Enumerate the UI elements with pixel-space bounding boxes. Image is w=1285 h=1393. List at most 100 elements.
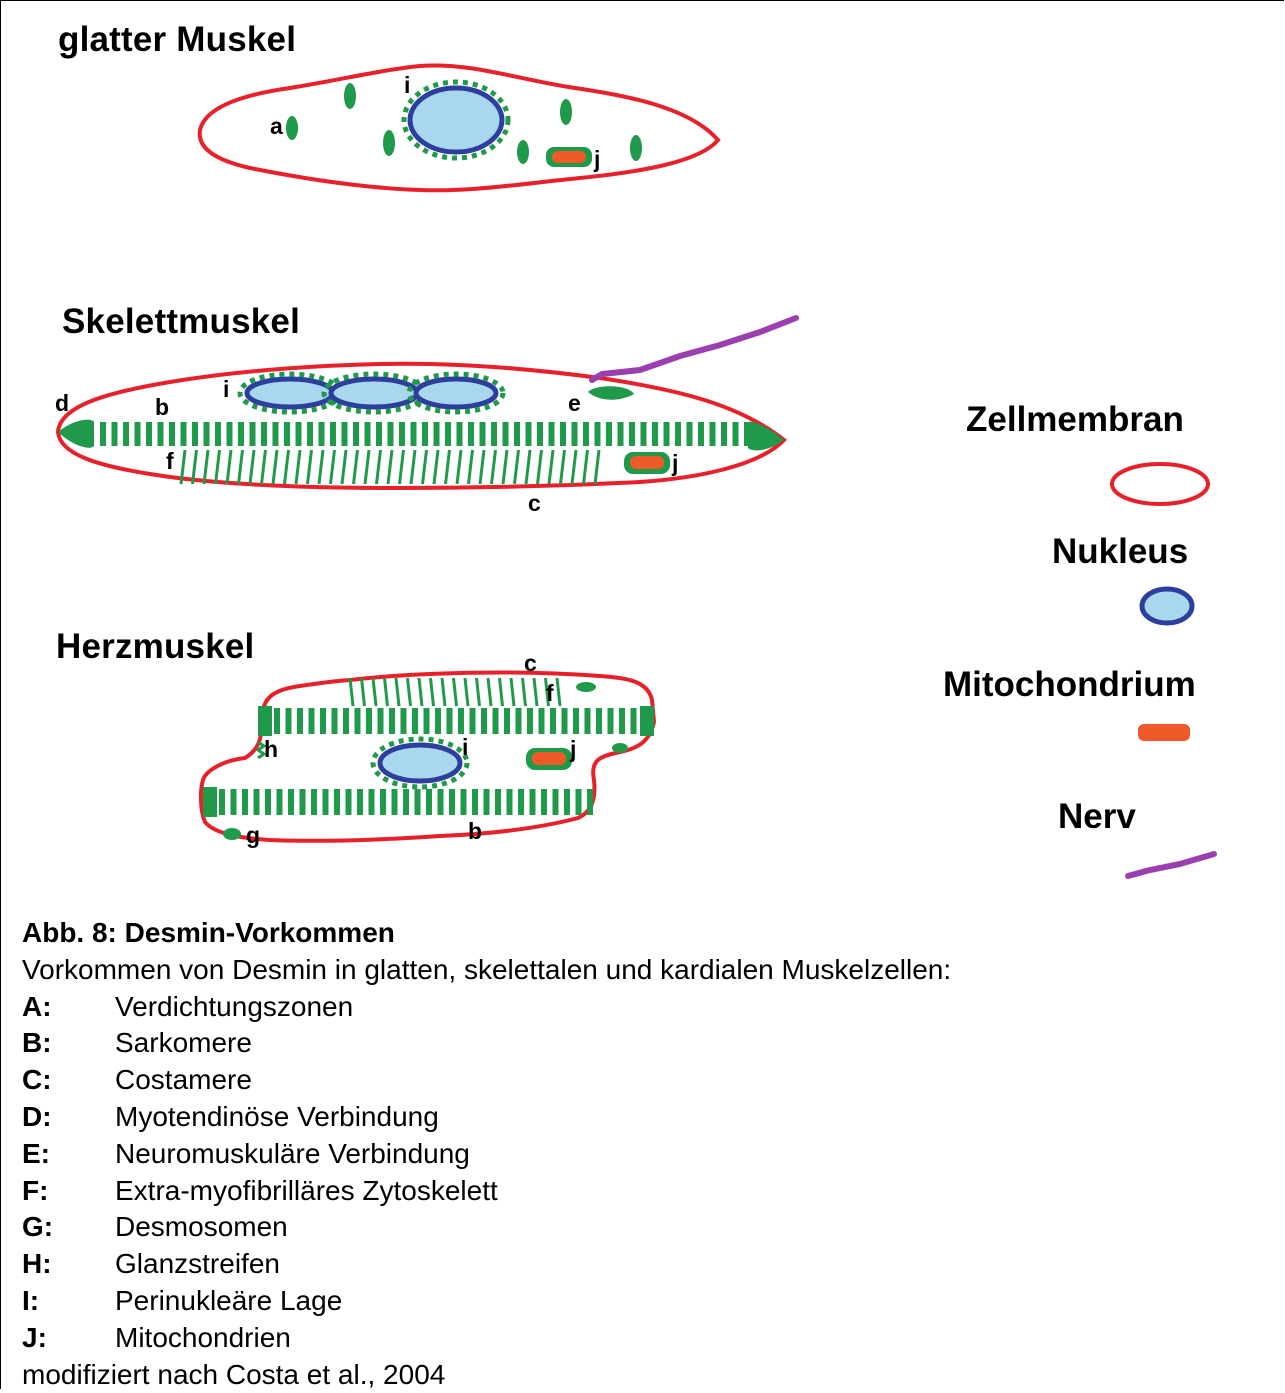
costamere-filament — [216, 450, 220, 484]
legend-mitochondrium-swatch — [1138, 724, 1190, 741]
sarcomere-band — [135, 422, 141, 446]
label-skeletal-b: b — [155, 394, 169, 421]
caption-item-key: J: — [22, 1320, 115, 1357]
caption-item-text: Glanzstreifen — [115, 1246, 280, 1283]
costamere-filament — [538, 450, 542, 484]
caption-item: A:Verdichtungszonen — [22, 989, 1272, 1026]
sarcomere-band — [422, 422, 428, 446]
cardiac-mitochondrium — [532, 752, 566, 765]
caption-item-key: B: — [22, 1025, 115, 1062]
sarcomere-band — [721, 422, 727, 446]
sarcomere-band — [424, 708, 430, 734]
sarcomere-band — [369, 789, 375, 815]
sarcomere-band — [541, 789, 547, 815]
sarcomere-band — [219, 789, 225, 815]
label-cardiac-c: c — [524, 650, 537, 677]
costamere-filament — [388, 450, 392, 484]
sarcomere-band — [250, 422, 256, 446]
legend-mitochondrium-label: Mitochondrium — [943, 665, 1196, 705]
sarcomere-band — [457, 422, 463, 446]
costamere-filament — [373, 678, 376, 706]
caption-item-key: G: — [22, 1209, 115, 1246]
sarcomere-band — [320, 708, 326, 734]
sarcomere-band — [549, 422, 555, 446]
costamere-filament — [377, 450, 381, 484]
sarcomere-band — [100, 422, 106, 446]
skeletal-nerve — [592, 318, 796, 380]
label-cardiac-j: j — [570, 736, 576, 763]
sarcomere-band — [503, 422, 509, 446]
sarcomere-band — [192, 422, 198, 446]
sarcomere-band — [587, 789, 593, 815]
costamere-filament — [385, 678, 388, 706]
sarcomere-band — [526, 422, 532, 446]
skeletal-sarcomeres — [100, 422, 750, 446]
cardiac-intercalated-disc-lower — [203, 787, 217, 817]
sarcomere-band — [204, 422, 210, 446]
sarcomere-band — [346, 789, 352, 815]
cardiac-membrane-desmin-2 — [612, 743, 628, 753]
caption-item-text: Neuromuskuläre Verbindung — [115, 1136, 470, 1173]
costamere-filament — [396, 678, 399, 706]
label-smooth-i: i — [404, 72, 410, 99]
sarcomere-band — [411, 422, 417, 446]
caption-item-text: Myotendinöse Verbindung — [115, 1099, 439, 1136]
skeletal-costameres — [181, 450, 599, 484]
sarcomere-band — [507, 789, 513, 815]
sarcomere-band — [146, 422, 152, 446]
caption-source: modifiziert nach Costa et al., 2004 — [22, 1357, 1272, 1393]
sarcomere-band — [365, 422, 371, 446]
sarcomere-band — [366, 708, 372, 734]
costamere-filament — [227, 450, 231, 484]
sarcomere-band — [274, 708, 280, 734]
sarcomere-band — [564, 789, 570, 815]
costamere-filament — [342, 450, 346, 484]
sarcomere-band — [631, 708, 637, 734]
costamere-filament — [465, 678, 468, 706]
label-smooth-j: j — [594, 146, 600, 173]
sarcomere-band — [618, 422, 624, 446]
caption-item: E:Neuromuskuläre Verbindung — [22, 1136, 1272, 1173]
costamere-filament — [523, 678, 526, 706]
sarcomere-band — [652, 422, 658, 446]
costamere-filament — [503, 450, 507, 484]
sarcomere-band — [334, 789, 340, 815]
sarcomere-band — [495, 789, 501, 815]
caption-intro: Vorkommen von Desmin in glatten, skelett… — [22, 952, 1272, 989]
costamere-filament — [454, 678, 457, 706]
sarcomere-band — [353, 422, 359, 446]
caption-item: C:Costamere — [22, 1062, 1272, 1099]
sarcomere-band — [733, 422, 739, 446]
sarcomere-band — [254, 789, 260, 815]
sarcomere-band — [426, 789, 432, 815]
sarcomere-band — [472, 789, 478, 815]
sarcomere-band — [342, 422, 348, 446]
sarcomere-band — [537, 422, 543, 446]
caption-item-text: Costamere — [115, 1062, 252, 1099]
sarcomere-band — [514, 422, 520, 446]
label-cardiac-f: f — [546, 680, 554, 707]
sarcomere-band — [572, 422, 578, 446]
sarcomere-band — [687, 422, 693, 446]
caption-item-text: Desmosomen — [115, 1209, 288, 1246]
label-cardiac-h: h — [264, 736, 278, 763]
cardiac-disc-right — [640, 706, 654, 736]
sarcomere-band — [434, 422, 440, 446]
sarcomere-band — [468, 422, 474, 446]
legend-nerve-swatch — [1128, 854, 1214, 876]
label-skeletal-e: e — [568, 390, 581, 417]
sarcomere-band — [560, 422, 566, 446]
sarcomere-band — [461, 789, 467, 815]
smooth-nucleus — [410, 88, 502, 152]
desmin-figure: glatter Muskel Skelettmuskel Herzmuskel — [0, 0, 1285, 915]
sarcomere-band — [392, 789, 398, 815]
sarcomere-band — [619, 708, 625, 734]
caption-item-key: H: — [22, 1246, 115, 1283]
sarcomere-band — [231, 789, 237, 815]
sarcomere-band — [583, 422, 589, 446]
sarcomere-band — [227, 422, 233, 446]
sarcomere-band — [215, 422, 221, 446]
costamere-filament — [408, 678, 411, 706]
sarcomere-band — [123, 422, 129, 446]
